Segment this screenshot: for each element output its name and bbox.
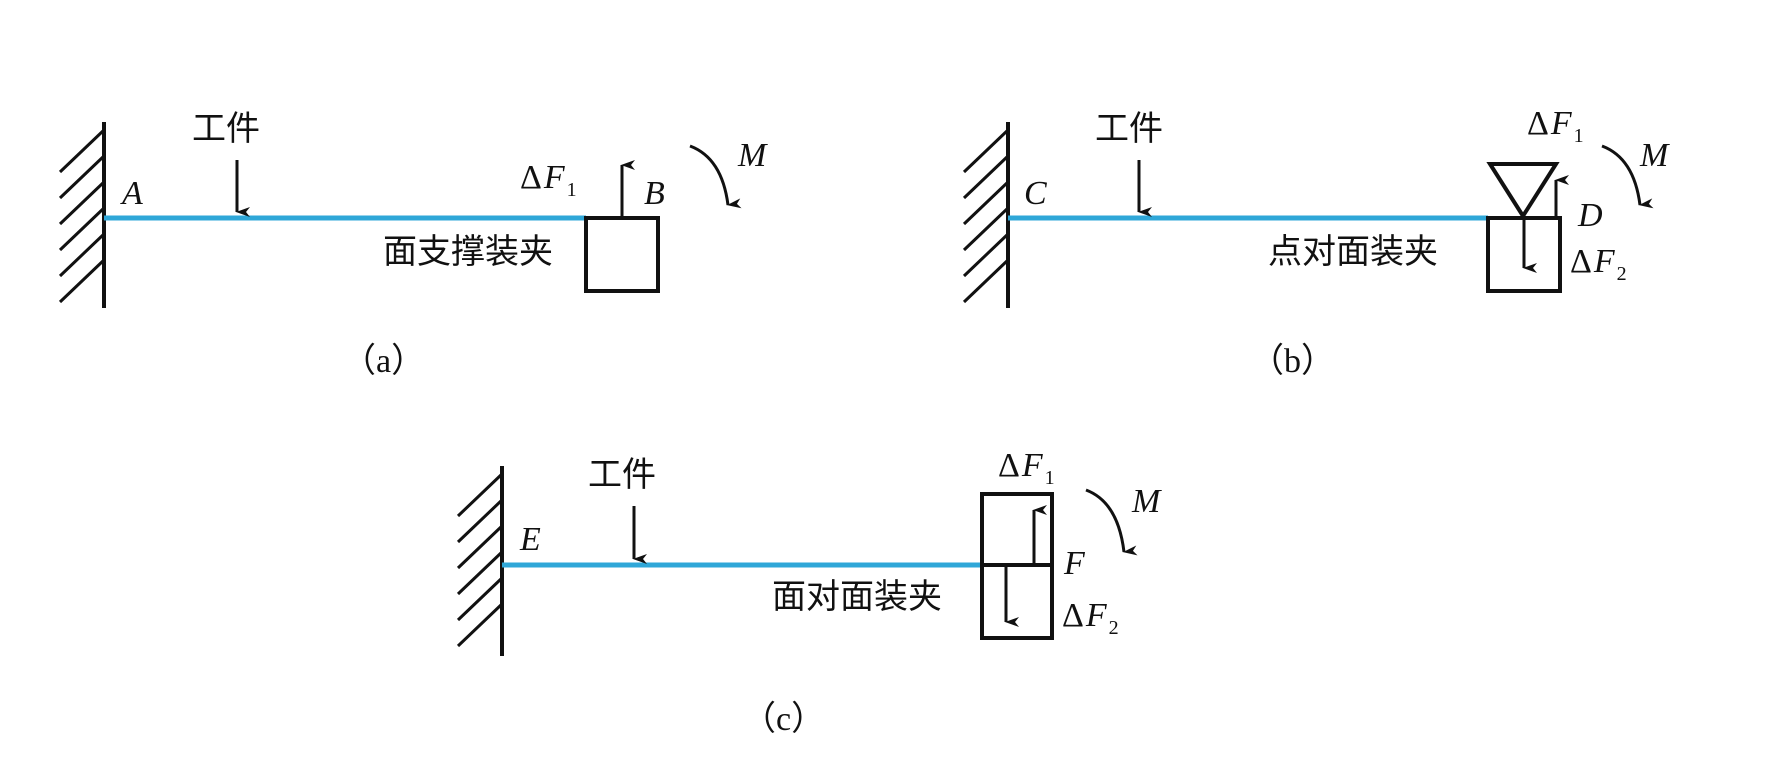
moment-arrow-c bbox=[1085, 488, 1138, 556]
caption-c: （c） bbox=[742, 700, 825, 738]
caption-b: （b） bbox=[1250, 342, 1335, 380]
surface-to-surface-clamp-top bbox=[980, 492, 1054, 567]
moment-label-c: M bbox=[1131, 483, 1162, 520]
fixed-wall-b bbox=[962, 122, 1010, 308]
fixed-wall-c bbox=[456, 466, 504, 656]
clamp-label-b: 点对面装夹 bbox=[1268, 232, 1438, 272]
moment-label-b: M bbox=[1639, 137, 1670, 174]
point-label-b: B bbox=[644, 175, 665, 212]
clamp-label-a: 面支撑装夹 bbox=[383, 232, 553, 272]
caption-a: （a） bbox=[342, 342, 425, 380]
workpiece-label-c: 工件 bbox=[588, 455, 656, 495]
workpiece-label-b: 工件 bbox=[1095, 109, 1163, 149]
fixed-wall-a bbox=[58, 122, 106, 308]
moment-label-a: M bbox=[737, 137, 768, 174]
moment-arrow-b bbox=[1601, 144, 1654, 209]
point-label-f: F bbox=[1063, 545, 1086, 582]
point-label-d: D bbox=[1577, 197, 1603, 234]
point-label-a: A bbox=[120, 175, 143, 212]
surface-to-surface-clamp-bottom bbox=[980, 563, 1054, 640]
workpiece-label-a: 工件 bbox=[192, 109, 260, 149]
point-label-e: E bbox=[519, 521, 541, 558]
moment-arrow-a bbox=[689, 144, 742, 209]
point-support-triangle bbox=[1486, 162, 1560, 220]
clamp-label-c: 面对面装夹 bbox=[772, 577, 942, 617]
point-label-c: C bbox=[1024, 175, 1047, 212]
surface-support-clamp bbox=[584, 216, 660, 293]
